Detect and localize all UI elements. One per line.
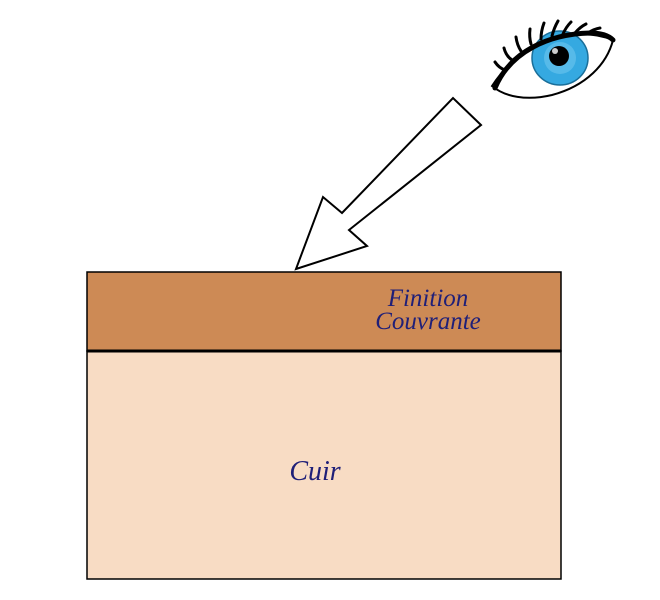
eye-icon	[490, 19, 616, 99]
leather-layer	[86, 350, 562, 580]
leather-label: Cuir	[289, 456, 340, 487]
eye-pupil	[549, 46, 569, 66]
finish-label-line2: Couvrante	[375, 308, 481, 335]
finish-label-line1: Finition	[387, 285, 469, 312]
arrow-icon	[294, 96, 483, 271]
finish-layer	[86, 271, 562, 352]
eyelashes	[493, 19, 602, 72]
